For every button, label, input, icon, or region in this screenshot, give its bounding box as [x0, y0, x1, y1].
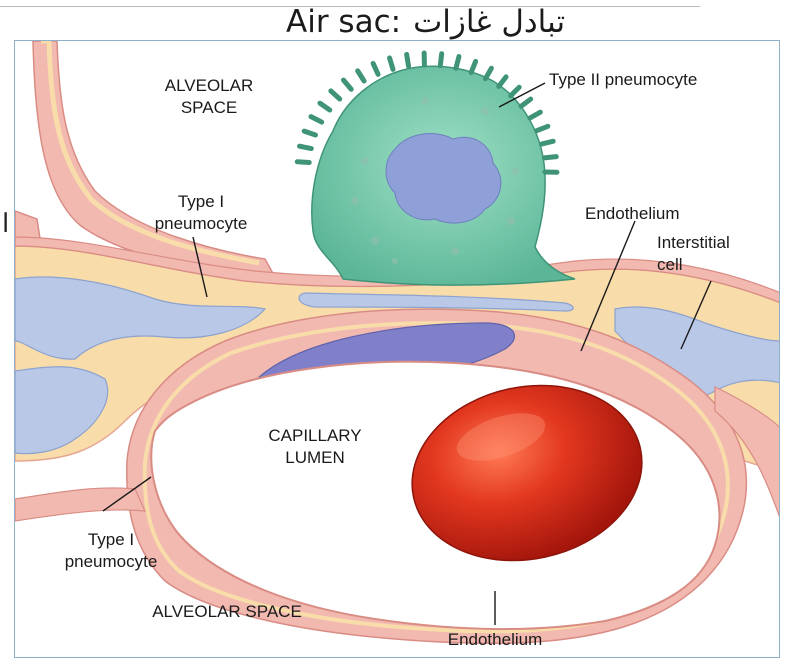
- label-interstitial-1: Interstitial: [657, 233, 730, 252]
- alveolar-capillary-diagram: ALVEOLAR SPACE Type II pneumocyte Type I…: [15, 41, 780, 658]
- type2-nucleus: [386, 134, 501, 224]
- label-type1-top-2: pneumocyte: [155, 214, 248, 233]
- microvillus: [530, 112, 540, 118]
- microvillus: [537, 126, 548, 130]
- microvillus: [390, 58, 393, 69]
- microvillus: [544, 157, 556, 158]
- microvillus: [499, 77, 506, 87]
- label-alveolar-space-top-2: SPACE: [181, 98, 237, 117]
- microvillus: [304, 131, 315, 135]
- microvillus: [456, 57, 459, 69]
- label-endothelium-bottom: Endothelium: [448, 630, 543, 649]
- microvillus: [407, 54, 409, 66]
- label-interstitial-2: cell: [657, 255, 683, 274]
- lower-wall: [15, 488, 145, 521]
- microvillus: [440, 54, 441, 66]
- microvillus: [331, 91, 340, 99]
- microvillus: [521, 99, 531, 106]
- title-arabic: تبادل غازات: [413, 4, 565, 40]
- diagram-frame: ALVEOLAR SPACE Type II pneumocyte Type I…: [14, 40, 780, 658]
- label-type1-bottom-1: Type I: [88, 530, 134, 549]
- label-type1-top-1: Type I: [178, 192, 224, 211]
- microvillus: [358, 71, 364, 81]
- microvillus: [297, 162, 309, 163]
- microvillus: [320, 103, 330, 110]
- label-capillary-1: CAPILLARY: [268, 426, 361, 445]
- side-handwritten-mark: ا: [2, 208, 9, 239]
- title-latin: Air sac:: [286, 4, 401, 40]
- label-type2-pneumocyte: Type II pneumocyte: [549, 70, 697, 89]
- microvillus: [542, 141, 554, 144]
- label-alveolar-space-top-1: ALVEOLAR: [165, 76, 254, 95]
- microvillus: [373, 63, 378, 74]
- label-type1-bottom-2: pneumocyte: [65, 552, 158, 571]
- microvillus: [311, 117, 322, 122]
- microvillus: [344, 80, 352, 89]
- microvillus: [471, 61, 475, 72]
- label-capillary-2: LUMEN: [285, 448, 345, 467]
- microvillus: [511, 87, 520, 95]
- label-alveolar-space-bottom: ALVEOLAR SPACE: [152, 602, 302, 621]
- microvillus: [300, 146, 312, 148]
- microvillus: [485, 68, 491, 78]
- label-endothelium-top: Endothelium: [585, 204, 680, 223]
